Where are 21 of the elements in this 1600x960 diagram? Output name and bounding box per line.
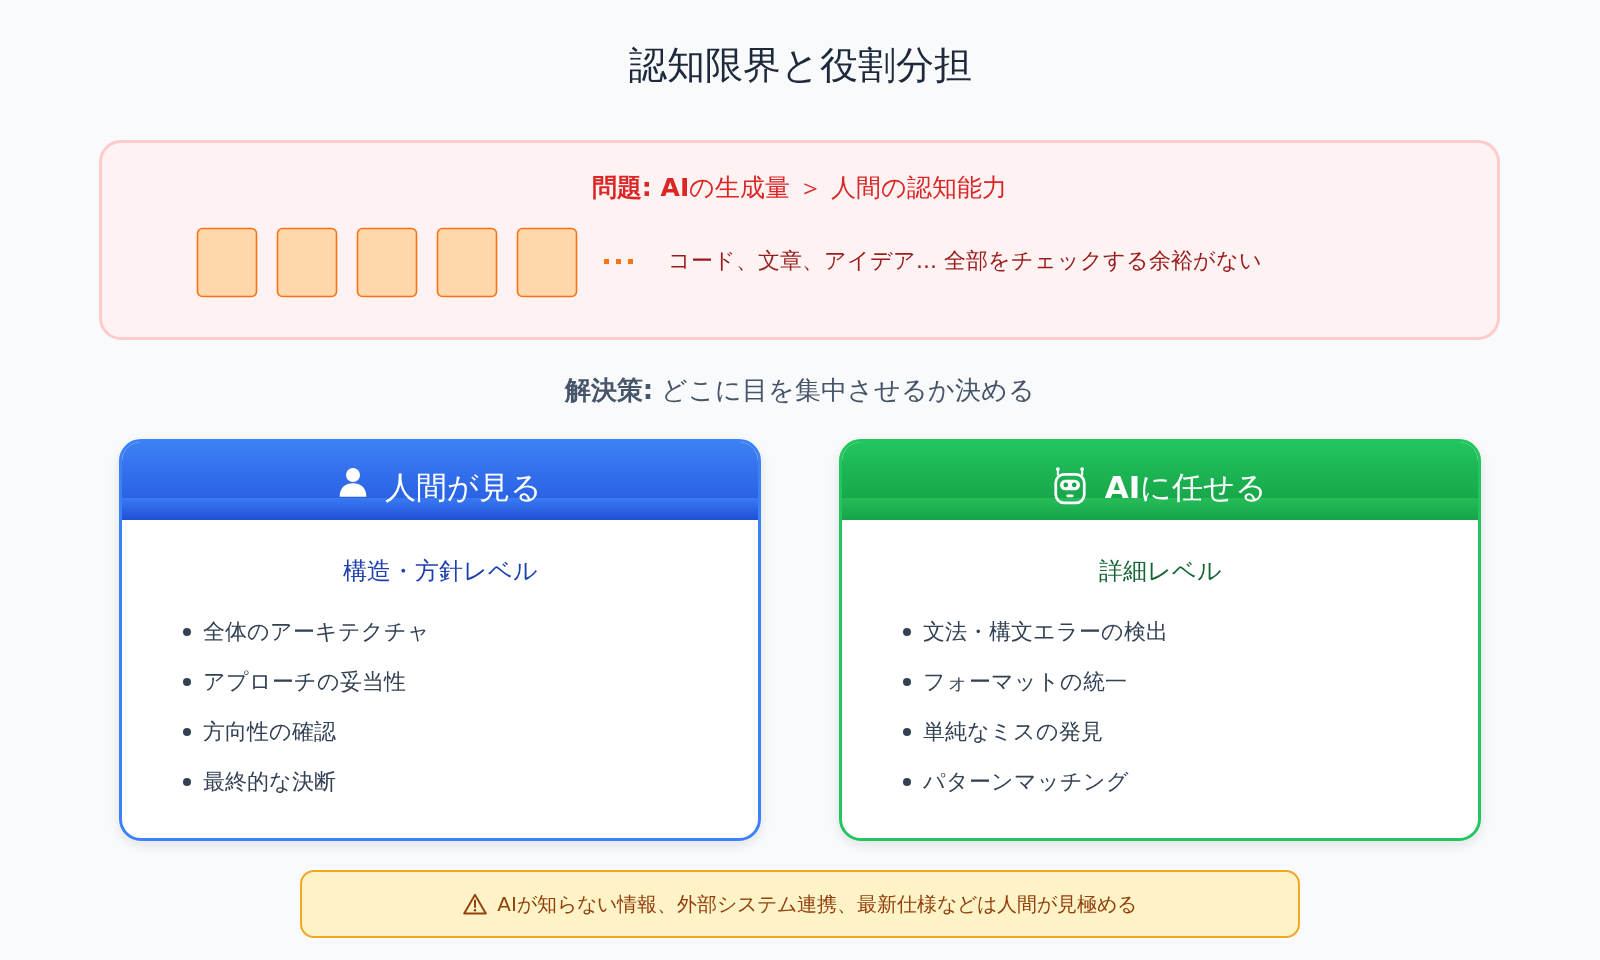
- panel-caption: コード、文章、アイデア... 全部をチェックする余裕がない: [668, 247, 1262, 275]
- section-heading: 解決策: どこに目を集中させるか決める: [564, 374, 1036, 407]
- role-card: [839, 439, 1481, 841]
- card-subheading: 構造・方針レベル: [342, 556, 538, 587]
- warning-note: [300, 870, 1300, 938]
- diagram-title: 認知限界と役割分担: [628, 42, 972, 89]
- problem-panel: [99, 140, 1500, 340]
- list-item: 最終的な決断: [203, 768, 336, 796]
- card-subheading: 詳細レベル: [1098, 556, 1222, 587]
- panel-heading: 問題: AIの生成量 ＞ 人間の認知能力: [591, 172, 1008, 204]
- note-text: AIが知らない情報、外部システム連携、最新仕様などは人間が見極める: [497, 890, 1137, 918]
- card-title: AIに任せる: [1104, 468, 1268, 507]
- card-title: 人間が見る: [384, 468, 542, 507]
- list-item: 全体のアーキテクチャ: [203, 618, 430, 646]
- list-item: 単純なミスの発見: [923, 718, 1103, 746]
- list-item: 方向性の確認: [203, 718, 336, 746]
- list-item: パターンマッチング: [923, 768, 1129, 796]
- list-item: 文法・構文エラーの検出: [923, 618, 1168, 646]
- list-item: フォーマットの統一: [923, 668, 1127, 696]
- list-item: アプローチの妥当性: [203, 668, 406, 696]
- role-card: [119, 439, 761, 841]
